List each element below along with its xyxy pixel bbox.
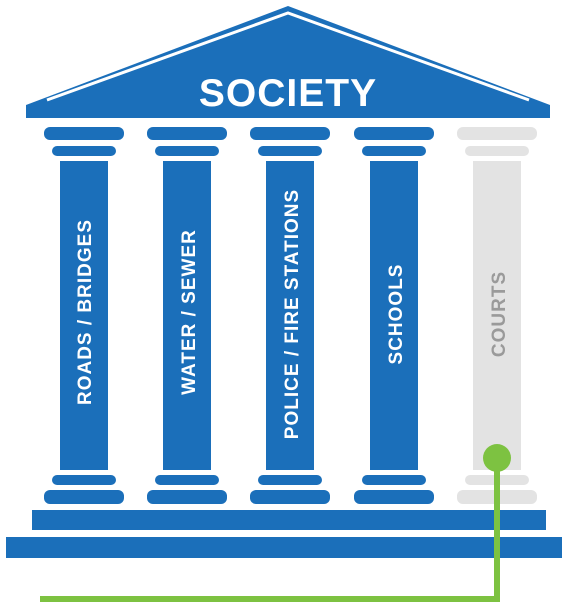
foundation (6, 510, 562, 558)
pillar-capital-lower (155, 146, 219, 156)
courts-connector (40, 444, 511, 602)
foundation-lower-step (6, 537, 562, 558)
pillar-base-upper (362, 475, 426, 485)
pillar-base-upper (52, 475, 116, 485)
pillar-roads-bridges: ROADS / BRIDGES (44, 127, 124, 504)
pillar-label: POLICE / FIRE STATIONS (282, 189, 303, 439)
pillar-label: COURTS (489, 271, 510, 357)
roof: SOCIETY (26, 6, 550, 118)
pillar-base (354, 490, 434, 504)
pillar-schools: SCHOOLS (354, 127, 434, 504)
pillar-base-upper (258, 475, 322, 485)
pillar-capital-lower (52, 146, 116, 156)
pillar-label: ROADS / BRIDGES (75, 219, 96, 405)
connector-line (40, 458, 500, 602)
pillar-water-sewer: WATER / SEWER (147, 127, 227, 504)
pillar-capital (354, 127, 434, 140)
pillar-capital (457, 127, 537, 140)
pillar-shaft (266, 161, 314, 470)
connector-dot (483, 444, 511, 472)
pillar-base (250, 490, 330, 504)
pillar-shaft (60, 161, 108, 470)
pillar-capital (44, 127, 124, 140)
pillar-shaft (370, 161, 418, 470)
foundation-upper-step (32, 510, 546, 530)
pillar-police-fire-stations: POLICE / FIRE STATIONS (250, 127, 330, 504)
pillar-label: SCHOOLS (386, 264, 407, 365)
pillar-capital-lower (258, 146, 322, 156)
pillar-capital (147, 127, 227, 140)
pillar-capital-lower (362, 146, 426, 156)
roof-title: SOCIETY (199, 72, 377, 115)
pillar-base (147, 490, 227, 504)
pillar-capital (250, 127, 330, 140)
pillar-base-upper (155, 475, 219, 485)
pillar-shaft (473, 161, 521, 470)
roof-pediment (26, 6, 550, 118)
pillar-base (44, 490, 124, 504)
roof-inner-line (46, 11, 530, 102)
pillar-capital-lower (465, 146, 529, 156)
pillar-label: WATER / SEWER (179, 229, 200, 395)
pillar-courts: COURTS (457, 127, 537, 504)
pillar-shaft (163, 161, 211, 470)
